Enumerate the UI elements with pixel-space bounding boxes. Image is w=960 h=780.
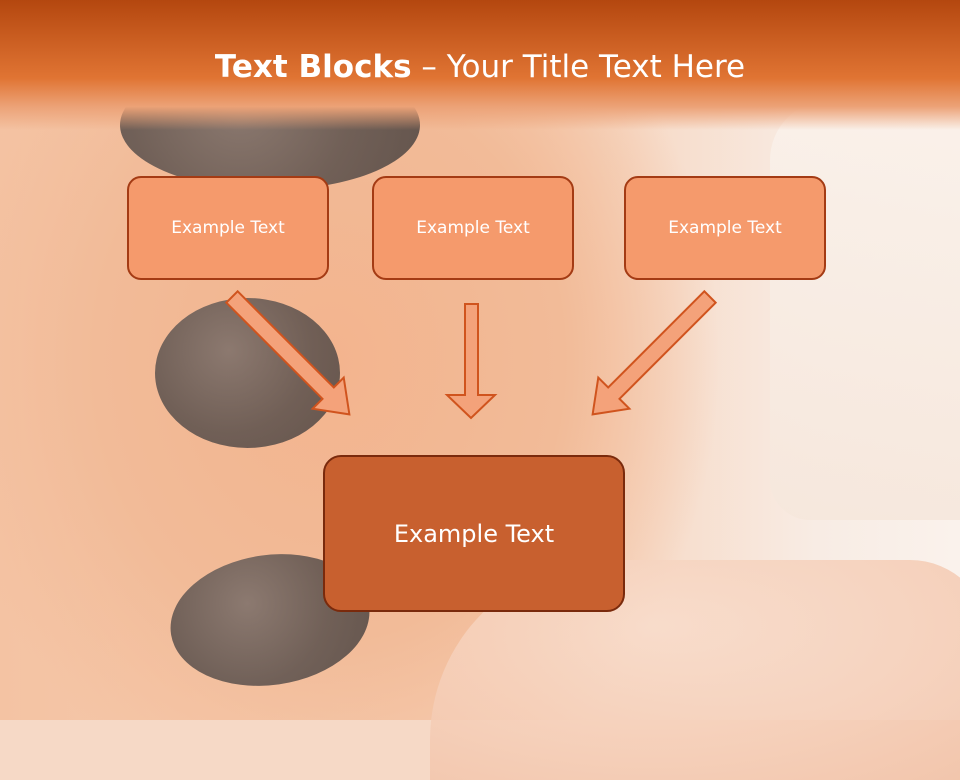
text-block-top-center[interactable]: Example Text <box>372 176 574 280</box>
text-block-bottom[interactable]: Example Text <box>323 455 625 612</box>
title-band <box>0 0 960 130</box>
slide-title-rest: – Your Title Text Here <box>411 49 746 85</box>
slide-title[interactable]: Text Blocks – Your Title Text Here <box>0 52 960 83</box>
text-block-top-left[interactable]: Example Text <box>127 176 329 280</box>
slide-title-bold: Text Blocks <box>214 49 412 85</box>
arrows-layer <box>216 281 725 429</box>
arrow-right-diagonal[interactable] <box>577 281 725 429</box>
arrow-center-down[interactable] <box>444 303 498 420</box>
arrow-left-diagonal[interactable] <box>216 281 364 429</box>
text-block-top-right[interactable]: Example Text <box>624 176 826 280</box>
background-towel <box>770 100 960 520</box>
